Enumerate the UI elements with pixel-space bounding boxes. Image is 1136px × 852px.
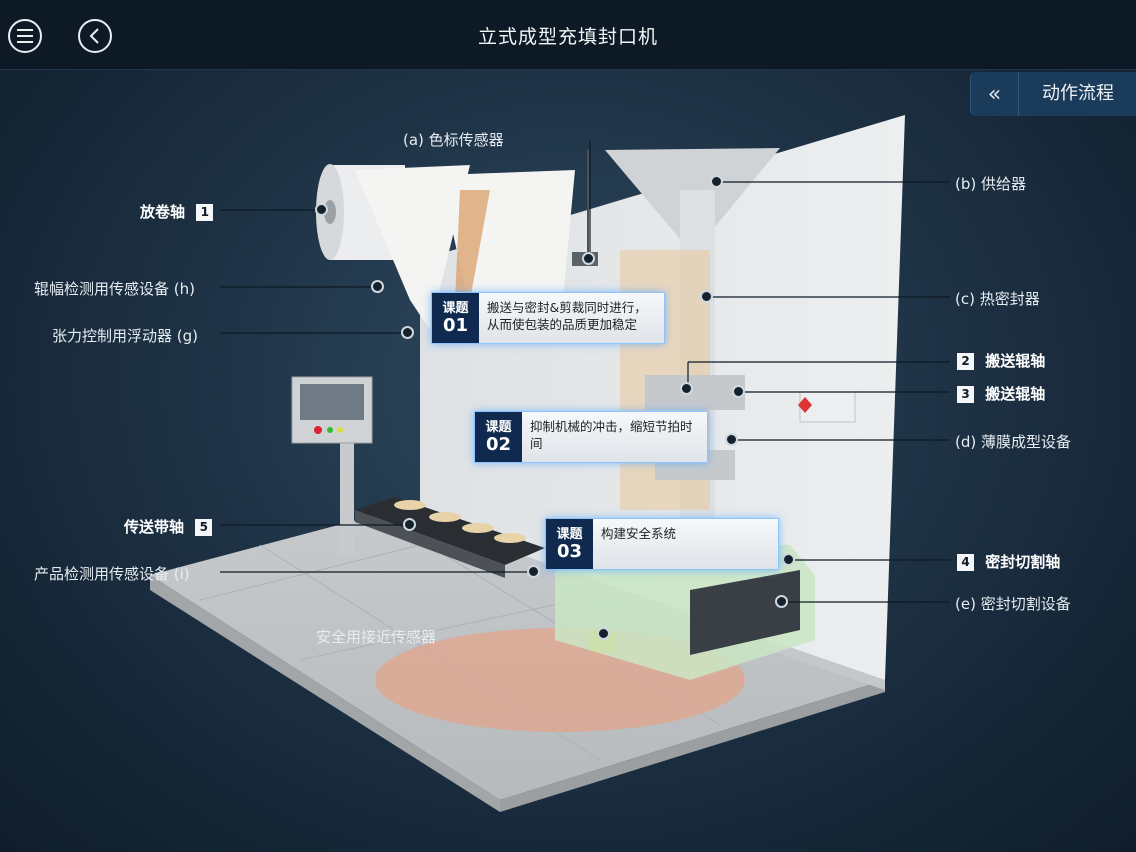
seal-cut-device-marker[interactable] bbox=[775, 595, 788, 608]
label-seal-cut-device[interactable]: (e) 密封切割设备 bbox=[955, 595, 1071, 613]
label-dancer[interactable]: 张力控制用浮动器 (g) bbox=[52, 327, 198, 345]
conveyor-roller-3-marker[interactable] bbox=[732, 385, 745, 398]
task-number: 01 bbox=[442, 314, 469, 336]
seal-cut-axis-marker[interactable] bbox=[782, 553, 795, 566]
task-description: 搬送与密封&剪裁同时进行，从而使包装的品质更加稳定 bbox=[479, 293, 664, 343]
top-bar: 立式成型充填封口机 bbox=[0, 0, 1136, 70]
axis-seal-cut-num: 4 bbox=[957, 554, 974, 571]
task-card-02[interactable]: 课题 02 抑制机械的冲击，缩短节拍时间 bbox=[474, 411, 708, 463]
label-width-sensor[interactable]: 辊幅检测用传感设备 (h) bbox=[34, 280, 195, 298]
belt-conveyor bbox=[355, 497, 545, 565]
task-description: 构建安全系统 bbox=[593, 519, 778, 569]
axis-unwind-label: 放卷轴 bbox=[140, 203, 186, 221]
axis-belt-label: 传送带轴 bbox=[124, 518, 185, 536]
axis-roller-3-label: 搬送辊轴 bbox=[985, 385, 1046, 403]
width-sensor-marker[interactable] bbox=[371, 280, 384, 293]
axis-roller-3[interactable]: 3 搬送辊轴 bbox=[957, 383, 1045, 404]
seal-cut-station bbox=[555, 545, 815, 680]
axis-roller-2[interactable]: 2 搬送辊轴 bbox=[957, 350, 1045, 371]
chevron-left-icon bbox=[89, 28, 99, 44]
axis-seal-cut[interactable]: 4 密封切割轴 bbox=[957, 551, 1060, 572]
label-film-former[interactable]: (d) 薄膜成型设备 bbox=[955, 433, 1071, 451]
double-chevron-left-icon: « bbox=[971, 72, 1019, 116]
axis-belt-num: 5 bbox=[195, 519, 213, 536]
axis-roller-3-num: 3 bbox=[957, 386, 974, 403]
action-flow-tab[interactable]: « 动作流程 bbox=[970, 72, 1136, 116]
task-description: 抑制机械的冲击，缩短节拍时间 bbox=[522, 412, 707, 462]
task-card-03[interactable]: 课题 03 构建安全系统 bbox=[545, 518, 779, 570]
feeder-marker[interactable] bbox=[710, 175, 723, 188]
safety-sensor-marker[interactable] bbox=[597, 627, 610, 640]
axis-belt[interactable]: 传送带轴 5 bbox=[124, 516, 213, 537]
page-title: 立式成型充填封口机 bbox=[477, 26, 658, 48]
belt-axis-marker[interactable] bbox=[403, 518, 416, 531]
label-heat-sealer[interactable]: (c) 热密封器 bbox=[955, 290, 1040, 308]
label-safety-sensor[interactable]: 安全用接近传感器 bbox=[316, 628, 437, 646]
back-button[interactable] bbox=[78, 19, 112, 53]
axis-roller-2-num: 2 bbox=[957, 353, 974, 370]
task-tag-label: 课题 bbox=[442, 300, 469, 316]
heat-sealer-marker[interactable] bbox=[700, 290, 713, 303]
task-tag-label: 课题 bbox=[556, 526, 583, 542]
unwind-axis-marker[interactable] bbox=[315, 203, 328, 216]
label-color-mark-sensor[interactable]: (a) 色标传感器 bbox=[403, 131, 504, 149]
dancer-marker[interactable] bbox=[401, 326, 414, 339]
film-former-marker[interactable] bbox=[725, 433, 738, 446]
task-tag-label: 课题 bbox=[485, 419, 512, 435]
action-flow-label: 动作流程 bbox=[1042, 83, 1114, 104]
task-card-01[interactable]: 课题 01 搬送与密封&剪裁同时进行，从而使包装的品质更加稳定 bbox=[431, 292, 665, 344]
axis-seal-cut-label: 密封切割轴 bbox=[985, 553, 1061, 571]
task-number: 02 bbox=[485, 433, 512, 455]
product-sensor-marker[interactable] bbox=[527, 565, 540, 578]
task-number: 03 bbox=[556, 540, 583, 562]
task-tag: 课题 01 bbox=[432, 293, 479, 343]
label-product-sensor[interactable]: 产品检测用传感设备 (i) bbox=[34, 565, 190, 583]
label-feeder[interactable]: (b) 供给器 bbox=[955, 175, 1026, 193]
control-stand bbox=[340, 440, 354, 555]
color-mark-sensor-marker[interactable] bbox=[582, 252, 595, 265]
machine-illustration bbox=[150, 115, 950, 812]
axis-roller-2-label: 搬送辊轴 bbox=[985, 352, 1046, 370]
hamburger-menu-icon[interactable] bbox=[8, 19, 42, 53]
task-tag: 课题 02 bbox=[475, 412, 522, 462]
conveyor-roller-2-marker[interactable] bbox=[680, 382, 693, 395]
axis-unwind-num: 1 bbox=[196, 204, 214, 221]
axis-unwind[interactable]: 放卷轴 1 bbox=[140, 201, 214, 222]
task-tag: 课题 03 bbox=[546, 519, 593, 569]
